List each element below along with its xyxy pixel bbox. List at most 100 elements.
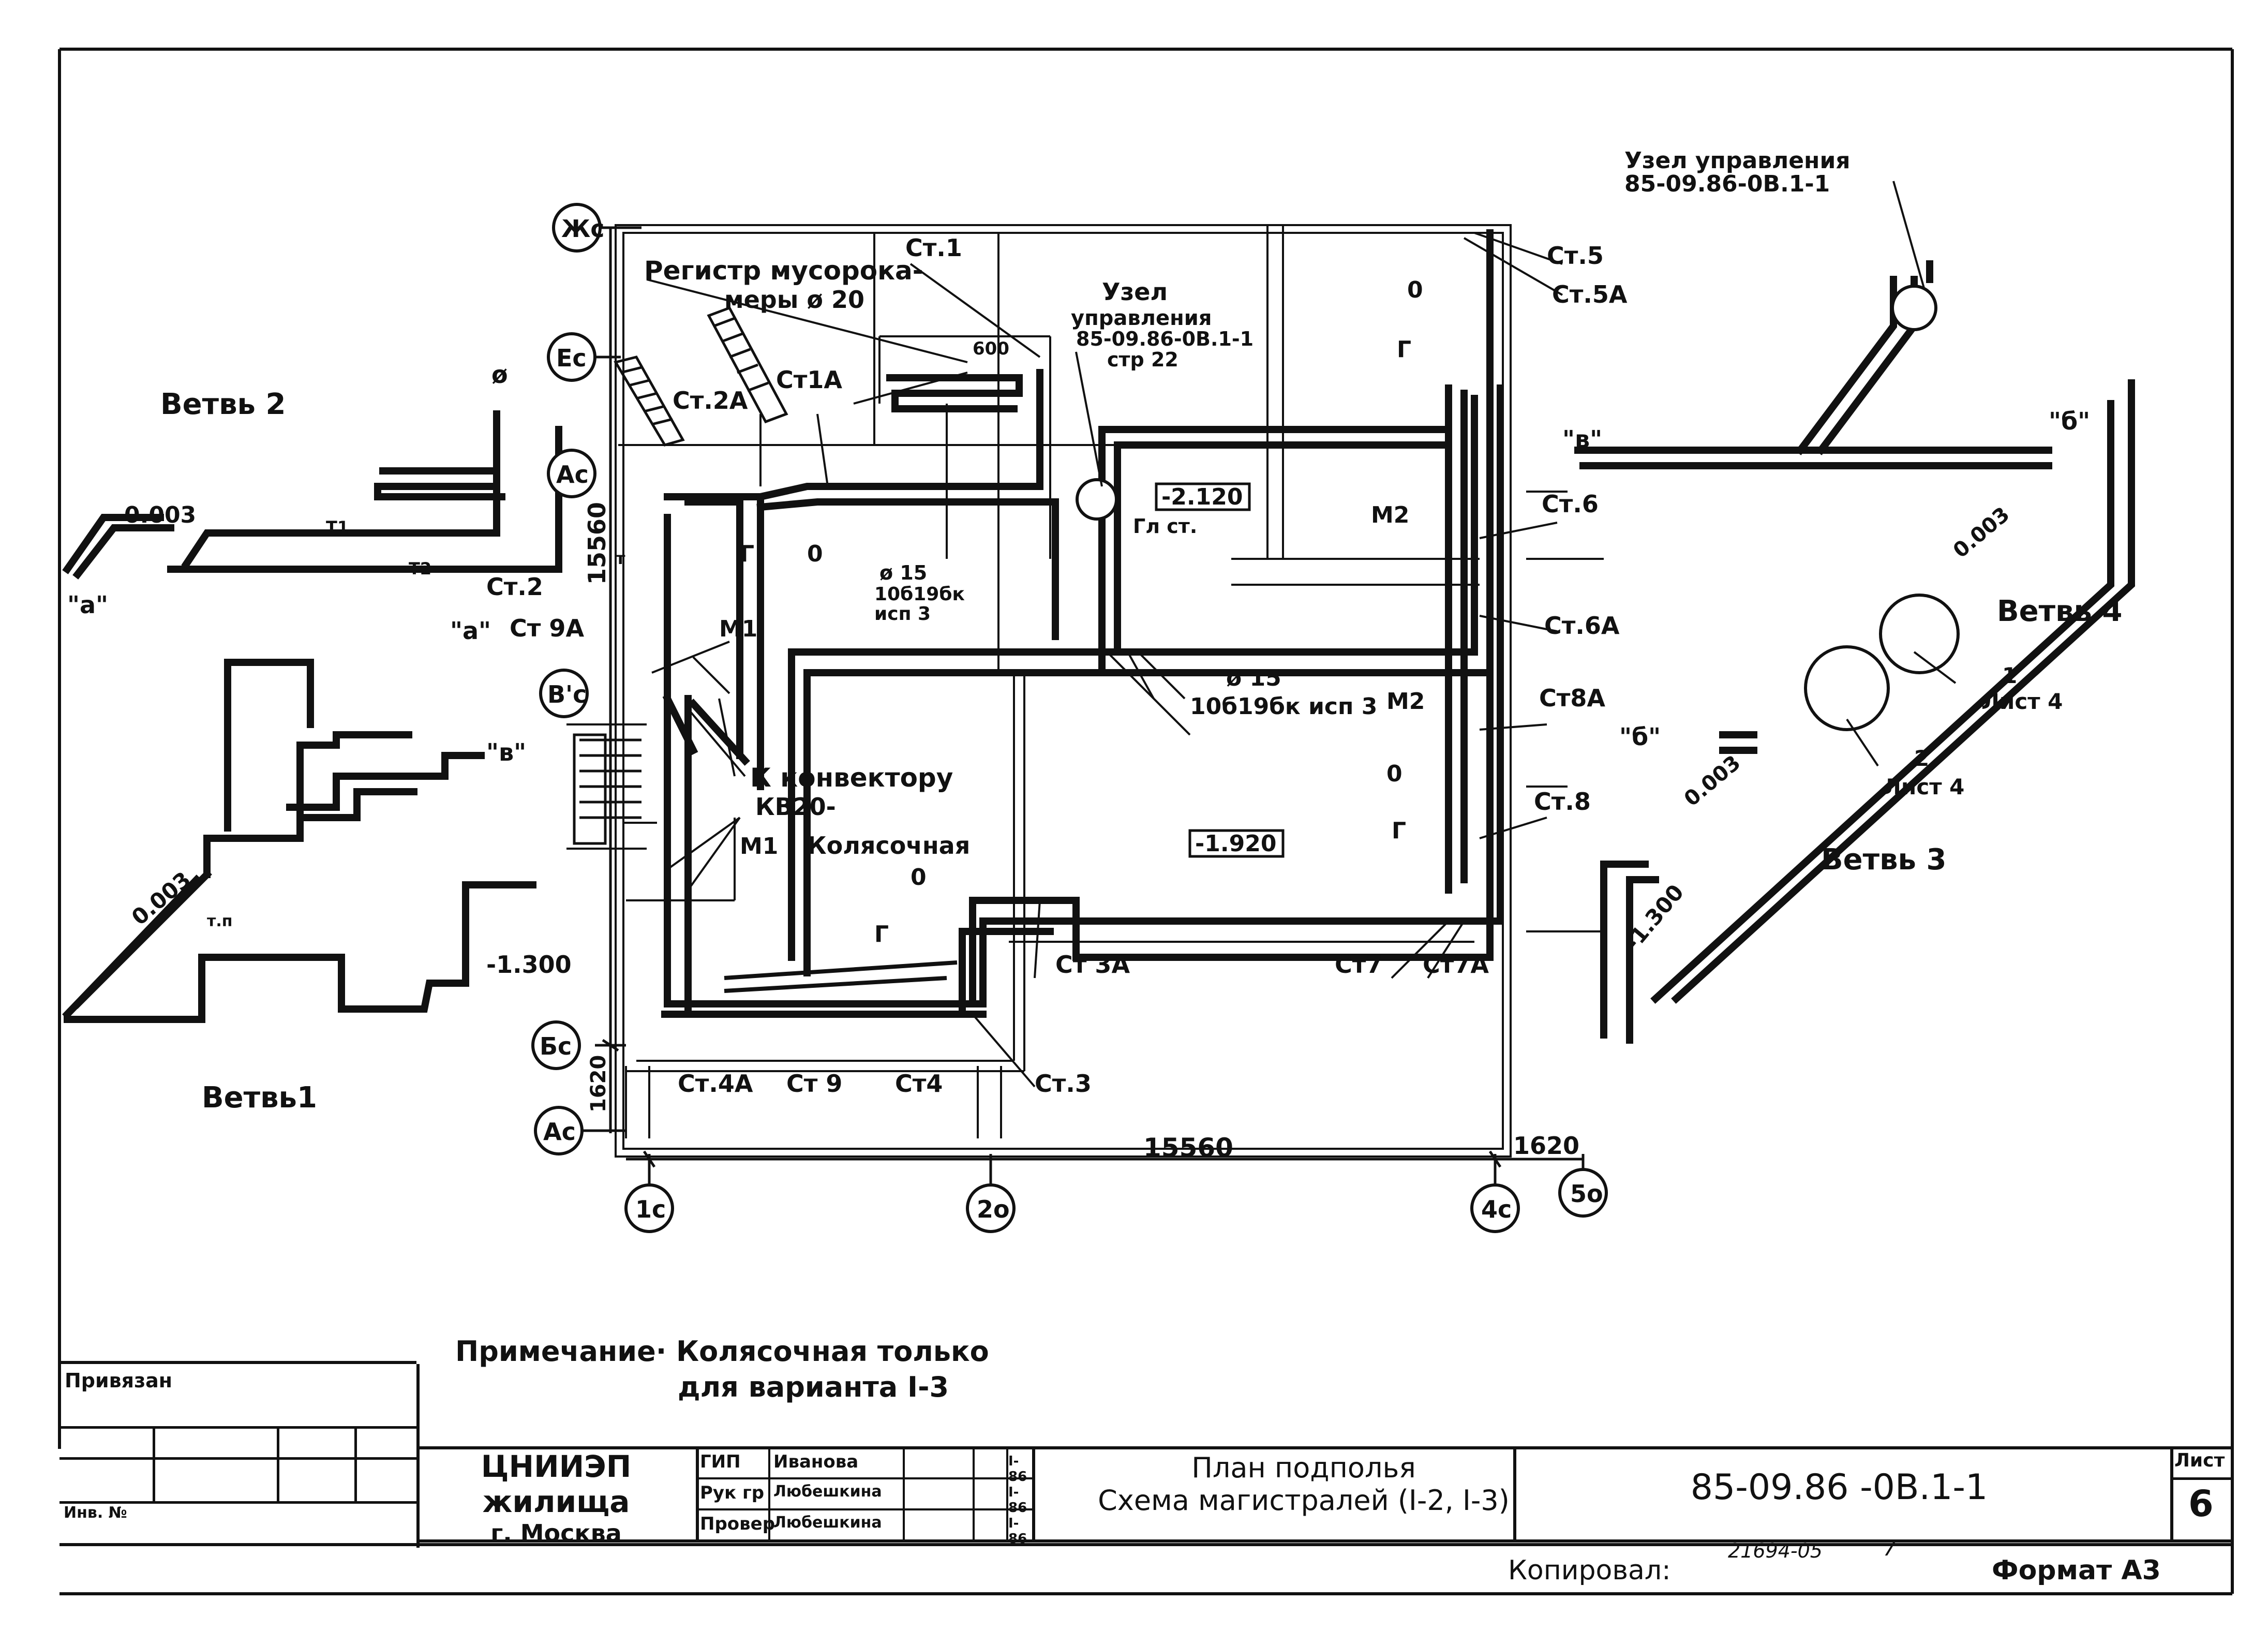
node-label-1: Узел <box>1102 278 1168 306</box>
date-1: I-86 <box>1008 1454 1027 1485</box>
axis-label-bd: Бс <box>540 1032 572 1060</box>
copied-label: Копировал: <box>1508 1555 1671 1586</box>
node-top-label-2: 85-09.86-0В.1-1 <box>1624 171 1830 197</box>
st4a-label: Ст.4А <box>678 1070 753 1098</box>
inv-label: Инв. № <box>64 1504 127 1522</box>
axis-bubble-vd <box>539 669 589 718</box>
m2-label: М2 <box>1371 502 1409 528</box>
convector-label: К конвектору <box>750 763 953 793</box>
st3a-label: Ст 3А <box>1055 951 1130 979</box>
title-block: Привязан Инв. № ЦНИИЭП жилища г. Москва … <box>59 1361 2232 1548</box>
node-label-4: стр 22 <box>1107 348 1178 371</box>
dim-bottom: 15560 <box>1143 1133 1233 1163</box>
convector-model-label: КВ20- <box>755 793 836 821</box>
axis-bubble-ad <box>547 449 596 498</box>
elevation-2: -1.920 <box>1195 831 1276 857</box>
main-pipelines <box>62 229 2135 1044</box>
org-line-1: ЦНИИЭП жилища <box>481 1449 632 1519</box>
axis-label-vd: В'с <box>547 680 587 708</box>
branch2-label: Ветвь 2 <box>160 388 286 421</box>
m1-label: М1 <box>719 616 757 642</box>
sheet-ref-2: Лист 4 <box>1883 774 1964 799</box>
g-label-3: Г <box>1392 818 1406 844</box>
slope-4: 0.003 <box>1949 502 2014 563</box>
g-label-1: Г <box>1397 336 1411 363</box>
st3-label: Ст.3 <box>1035 1070 1092 1098</box>
g-label-4: Г <box>874 921 889 947</box>
node-label-2: управления <box>1071 306 1212 330</box>
sheet-label: Лист <box>2174 1450 2225 1471</box>
st4-label: Ст4 <box>895 1070 943 1098</box>
quote-b-2: "в" <box>1562 425 1602 453</box>
stroller-room-label: Колясочная <box>807 832 970 860</box>
t1-label: Т1 <box>326 517 349 537</box>
t2-label: Т2 <box>409 559 431 579</box>
st7-label: Ст7 <box>1335 951 1382 979</box>
st8-label: Ст.8 <box>1534 788 1591 816</box>
m2b-label: М2 <box>1386 688 1425 715</box>
dim-left-vertical: 15560 <box>583 502 611 585</box>
branch3-label: Ветвь 3 <box>1821 843 1946 877</box>
sheet-ref-1-num: 1 <box>2002 663 2017 688</box>
hatched-registers <box>614 306 788 447</box>
elevation-3: -1.300 <box>486 951 572 979</box>
bound-label: Привязан <box>65 1369 173 1392</box>
st1a-label: Ст1А <box>776 366 842 394</box>
elevation-1: -2.120 <box>1161 484 1243 510</box>
st6-label: Ст.6 <box>1542 490 1599 518</box>
dimension-lines <box>602 228 1583 1168</box>
d600-label: 600 <box>973 338 1009 359</box>
valve-label-3: исп 3 <box>874 603 931 625</box>
stamp-number: 21694-05 <box>1728 1539 1823 1562</box>
st1-label: Ст.1 <box>905 234 962 262</box>
leader-lines <box>646 181 1957 1088</box>
valve-label-1: ø 15 <box>879 561 927 584</box>
st5-label: Ст.5 <box>1547 242 1604 270</box>
slope-3: 0.003 <box>1680 751 1745 811</box>
date-2: I-86 <box>1008 1485 1027 1516</box>
valve-label-2: 10б19бк <box>874 584 965 605</box>
valve-label-5: 10б19бк исп 3 <box>1190 693 1377 720</box>
axis-label-c1: 1с <box>635 1195 666 1223</box>
node-top-label-1: Узел управления <box>1624 147 1851 174</box>
stamp-number-2: 7 <box>1883 1537 1897 1561</box>
org-name: ЦНИИЭП жилища г. Москва <box>422 1449 691 1547</box>
register-label-1: Регистр мусорока- <box>644 256 923 286</box>
st7a-label: Ст7А <box>1423 951 1489 979</box>
bound-table: Привязан Инв. № <box>59 1361 420 1548</box>
register-label-2: меры ø 20 <box>724 286 864 314</box>
date-3: I-86 <box>1008 1516 1027 1547</box>
note: Примечание· Колясочная только для вариан… <box>455 1335 1076 1403</box>
g-label-2: Г <box>740 541 754 567</box>
name-1: Иванова <box>773 1451 859 1472</box>
t-label: т <box>616 549 625 568</box>
format-label: Формат А3 <box>1992 1555 2161 1586</box>
m1b-label: М1 <box>740 833 778 860</box>
sheet-title-2: Схема магистралей (I-2, I-3) <box>1098 1484 1510 1517</box>
phi-mark: ø <box>491 361 508 389</box>
st2a-label: Ст.2А <box>673 387 748 414</box>
quote-d-2: "б" <box>1619 723 1661 751</box>
note-line-1: Примечание· Колясочная только <box>455 1335 989 1368</box>
sheet-number: 6 <box>2188 1483 2214 1525</box>
axis-label-ad: Ас <box>556 461 589 488</box>
role-2: Рук гр <box>700 1483 765 1503</box>
st6a-label: Ст.6А <box>1544 612 1620 640</box>
quote-d-1: "б" <box>2049 407 2090 435</box>
axis-label-c5: 5о <box>1570 1180 1603 1208</box>
branch1-label: Ветвь1 <box>202 1081 317 1115</box>
quote-a-2: "а" <box>450 617 491 645</box>
role-1: ГИП <box>700 1451 741 1472</box>
st8a-label: Ст8А <box>1539 684 1605 712</box>
axis-bubbles <box>531 203 1608 1233</box>
sheet-ref-2-num: 2 <box>1914 746 1929 771</box>
axis-label-ab: Ас <box>543 1118 576 1146</box>
role-3: Провер <box>700 1514 775 1534</box>
dim-right: 1620 <box>1513 1132 1579 1160</box>
note-line-2: для варианта I-3 <box>678 1371 949 1403</box>
slope-1: 0.003 <box>124 502 196 528</box>
org-line-2: г. Москва <box>490 1519 622 1547</box>
quote-a-1: "а" <box>67 591 108 619</box>
o-label-1: 0 <box>1407 277 1423 303</box>
